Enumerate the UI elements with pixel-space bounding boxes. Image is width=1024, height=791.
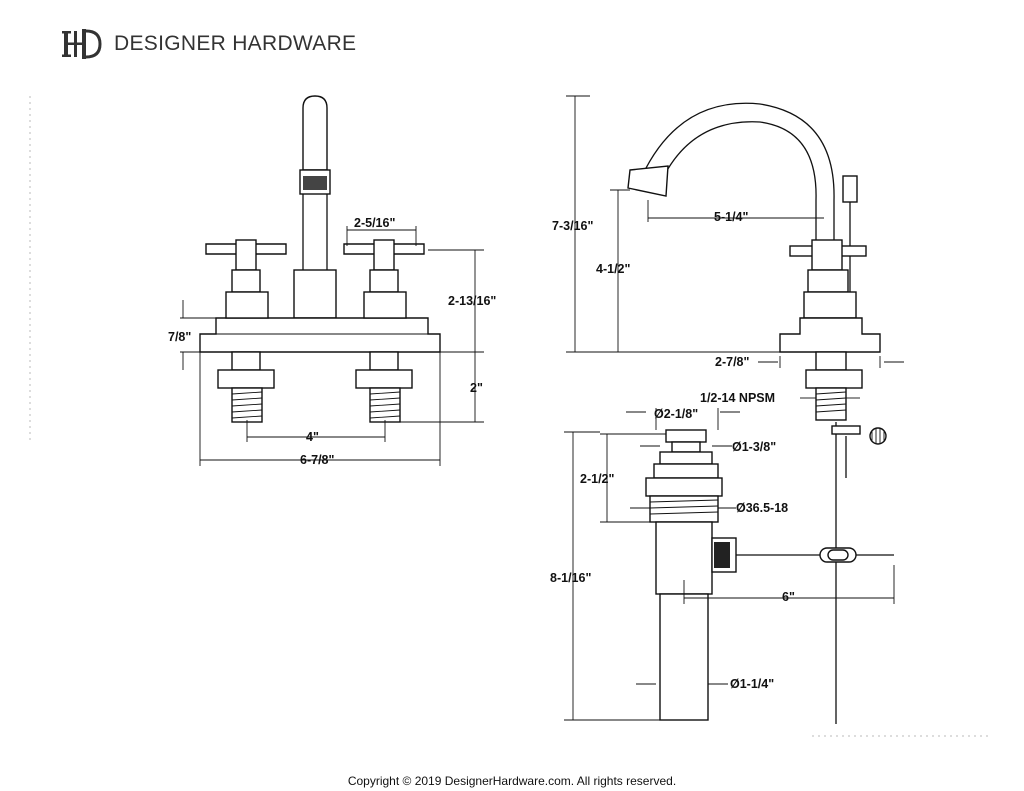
dim-handle-offset: 2-5/16" xyxy=(354,216,395,230)
dim-flange-height: 2-1/2" xyxy=(580,472,614,486)
dim-drain-length: 8-1/16" xyxy=(550,571,591,585)
copyright-footer: Copyright © 2019 DesignerHardware.com. A… xyxy=(347,774,677,788)
dim-thread-diameter: Ø36.5-18 xyxy=(736,501,788,515)
dim-center-spacing: 4" xyxy=(306,430,319,444)
dim-cap-diameter: Ø2-1/8" xyxy=(654,407,698,421)
dim-spout-reach: 5-1/4" xyxy=(714,210,748,224)
brand-header: DESIGNER HARDWARE xyxy=(62,26,356,62)
side-view: 7-3/16" 5-1/4" 4-1/2" 2-7/8" 1/2-14 NPSM xyxy=(552,95,904,724)
dim-spout-height: 2-13/16" xyxy=(448,294,496,308)
front-view: 2-5/16" 2-13/16" 7/8" 2" 4" 6-7/8" xyxy=(168,95,496,467)
dim-rod-length: 6" xyxy=(782,590,795,604)
dim-overall-width: 6-7/8" xyxy=(300,453,334,467)
dim-shank-length: 2" xyxy=(470,381,483,395)
dim-thread: 1/2-14 NPSM xyxy=(700,391,775,405)
dim-outlet-height: 4-1/2" xyxy=(596,262,630,276)
dim-deck-thickness: 7/8" xyxy=(168,330,191,344)
brand-name: DESIGNER HARDWARE xyxy=(114,32,357,55)
drain-view: Ø2-1/8" Ø1-3/8" 2-1/2" Ø36.5-18 8-1/16" … xyxy=(550,407,895,721)
dim-tail-diameter: Ø1-1/4" xyxy=(730,677,774,691)
dh-monogram-icon xyxy=(62,29,102,59)
dim-base-depth: 2-7/8" xyxy=(715,355,749,369)
dim-stopper-diameter: Ø1-3/8" xyxy=(732,440,776,454)
dim-overall-height: 7-3/16" xyxy=(552,219,593,233)
